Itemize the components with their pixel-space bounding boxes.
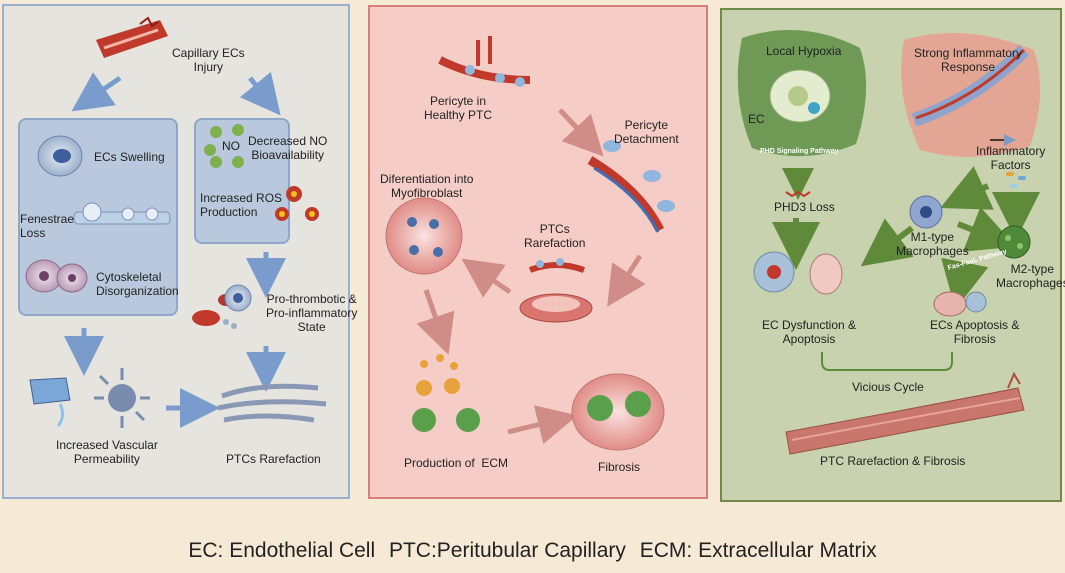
ring-vessel-icon bbox=[519, 258, 593, 323]
swollen-cell-icon bbox=[37, 135, 83, 177]
m1-macrophage-icon bbox=[909, 195, 943, 229]
detaching-pericyte-icon bbox=[587, 140, 675, 233]
leaky-vessel-icon bbox=[29, 377, 71, 427]
inflammatory-factors-label: Inflammatory Factors bbox=[976, 144, 1046, 172]
capillary-injury-label: Capillary ECs Injury bbox=[172, 46, 245, 74]
healthy-ptc-icon bbox=[438, 36, 531, 87]
m2-macrophages-label: M2-type Macrophages bbox=[996, 262, 1065, 290]
myofibroblast-cell-icon bbox=[385, 197, 463, 275]
legend-ecm: ECM: Extracellular Matrix bbox=[639, 539, 877, 562]
fibrosis-icon bbox=[571, 373, 665, 451]
phd-pathway-label: PHD Signaling Pathway bbox=[760, 148, 839, 155]
injured-capillary-icon bbox=[96, 16, 168, 58]
legend-ec: EC: Endothelial Cell bbox=[188, 539, 376, 562]
pericyte-detachment-label: Pericyte Detachment bbox=[614, 118, 679, 146]
production-ecm-label: Production of ECM bbox=[404, 456, 509, 470]
fenestrae-icon bbox=[73, 202, 171, 225]
thrombotic-cells-icon bbox=[192, 284, 252, 329]
vascular-permeability-label: Increased Vascular Permeability bbox=[56, 438, 158, 466]
rarefied-capillaries-icon bbox=[217, 383, 327, 423]
legend-ptc: PTC:Peritubular Capillary bbox=[388, 539, 626, 562]
cytoskeletal-label: Cytoskeletal Disorganization bbox=[96, 270, 179, 298]
ec-dysfunction-label: EC Dysfunction & Apoptosis bbox=[762, 318, 857, 346]
ros-icon bbox=[275, 186, 319, 221]
strong-inflammatory-label: Strong Inflammatory Response bbox=[914, 46, 1023, 74]
vicious-cycle-bracket bbox=[821, 352, 953, 371]
differentiation-label: Diferentiation into Myofibroblast bbox=[380, 172, 474, 200]
oxidative-box bbox=[194, 118, 290, 244]
ptc-rarefaction-fibrosis-label: PTC Rarefaction & Fibrosis bbox=[820, 454, 966, 468]
ec-label: EC bbox=[748, 112, 765, 126]
phd3-marker-icon bbox=[785, 190, 811, 198]
ecs-apoptosis-label: ECs Apoptosis & Fibrosis bbox=[930, 318, 1020, 346]
inflamed-vessel-icon bbox=[901, 32, 1041, 158]
pericyte-healthy-label: Pericyte in Healthy PTC bbox=[424, 94, 493, 122]
no-molecule-icon bbox=[204, 124, 244, 168]
ecm-production-icon bbox=[412, 354, 480, 432]
fibrotic-capillary-icon bbox=[785, 371, 1025, 455]
prothrombotic-label: Pro-thrombotic & Pro-inflammatory State bbox=[266, 292, 358, 334]
ecs-swelling-label: ECs Swelling bbox=[94, 150, 165, 164]
fenestrae-loss-label: Fenestrae Loss bbox=[20, 212, 75, 240]
ptcs-rarefaction-center-label: PTCs Rarefaction bbox=[524, 222, 586, 250]
phd3-loss-label: PHD3 Loss bbox=[774, 200, 835, 214]
decreased-no-label: Decreased NO Bioavailability bbox=[248, 134, 328, 162]
m2-macrophage-icon bbox=[997, 225, 1031, 259]
m1-macrophages-label: M1-type Macrophages bbox=[896, 230, 969, 258]
damaged-cell-icon bbox=[94, 368, 150, 428]
cytoskeletal-cell-icon bbox=[25, 259, 88, 293]
local-hypoxia-label: Local Hypoxia bbox=[766, 44, 842, 58]
hypoxic-ec-icon bbox=[737, 30, 867, 157]
no-label: NO bbox=[222, 139, 240, 153]
fibrotic-ec-icon bbox=[933, 291, 987, 317]
fibrosis-label: Fibrosis bbox=[598, 460, 641, 474]
abbreviation-legend: EC: Endothelial Cell PTC:Peritubular Cap… bbox=[0, 538, 1065, 564]
apoptotic-cells-icon bbox=[753, 251, 843, 295]
ptcs-rarefaction-label: PTCs Rarefaction bbox=[226, 452, 321, 466]
cytokine-particles-icon bbox=[1006, 172, 1026, 188]
increased-ros-label: Increased ROS Production bbox=[200, 191, 283, 219]
vicious-cycle-label: Vicious Cycle bbox=[852, 380, 924, 394]
